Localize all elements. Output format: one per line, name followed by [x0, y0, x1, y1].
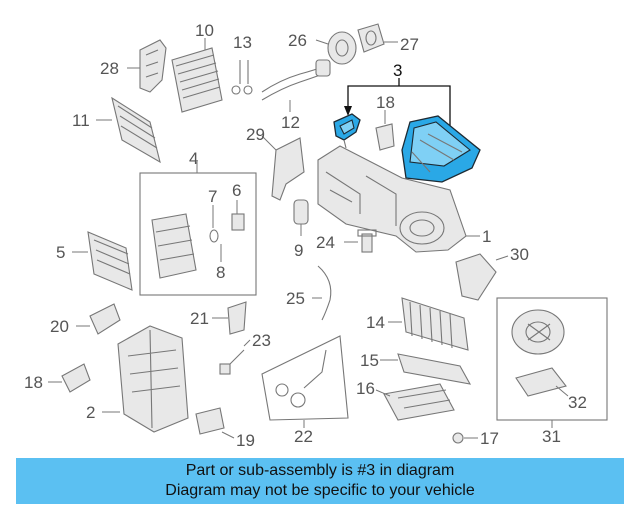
part-30-duct	[455, 253, 497, 301]
leader-26	[315, 39, 329, 45]
part-27-gasket	[357, 23, 385, 53]
callout-28: 28	[100, 59, 119, 78]
part-2-lower-housing	[117, 325, 189, 433]
callout-12: 12	[281, 113, 300, 132]
part-28-bracket	[139, 39, 167, 93]
callout-22: 22	[294, 427, 313, 446]
callout-11: 11	[72, 111, 90, 130]
leader-30	[495, 255, 509, 261]
callout-9: 9	[294, 241, 303, 260]
callout-27: 27	[400, 35, 419, 54]
part-5-filter	[87, 231, 133, 291]
part-16-cover	[383, 383, 455, 421]
callout-1: 1	[482, 227, 491, 246]
callout-5: 5	[56, 243, 65, 262]
callout-20: 20	[50, 317, 69, 336]
callout-30: 30	[510, 245, 529, 264]
callout-29: 29	[246, 125, 265, 144]
callout-25: 25	[286, 289, 305, 308]
callout-21: 21	[190, 309, 209, 328]
part-20-actuator	[89, 303, 121, 335]
parts-diagram: 28 10 11 13 12 26 27	[24, 21, 608, 450]
part-26-gasket	[327, 31, 357, 65]
part-15-seal	[397, 353, 472, 385]
part-4-group-box	[139, 172, 257, 296]
callout-4: 4	[189, 149, 198, 168]
part-18-bracket-bottom	[61, 363, 91, 393]
part-21-bracket	[227, 301, 247, 335]
callout-10: 10	[195, 21, 214, 40]
part-14-filter	[401, 297, 469, 351]
callout-2: 2	[86, 403, 95, 422]
callout-18-bottom: 18	[24, 373, 43, 392]
banner-line-1: Part or sub-assembly is #3 in diagram	[185, 462, 455, 479]
callout-8: 8	[216, 263, 225, 282]
callout-23: 23	[252, 331, 271, 350]
leader-29	[261, 135, 277, 151]
part-3-housing-section	[401, 115, 481, 183]
callout-7: 7	[208, 187, 217, 206]
part-23-sensor	[219, 349, 245, 375]
info-banner: Part or sub-assembly is #3 in diagram Di…	[16, 458, 624, 504]
part-12-pipe	[261, 59, 331, 101]
callout-26: 26	[288, 31, 307, 50]
part-3-actuator	[333, 113, 361, 149]
callout-24: 24	[316, 233, 335, 252]
part-1-hvac-housing	[317, 145, 467, 253]
part-19-actuator	[195, 407, 225, 435]
part-13-fitting	[231, 60, 253, 95]
leader-23	[243, 339, 251, 347]
part-24-bolt	[357, 229, 377, 253]
part-25-hose	[317, 265, 332, 321]
callout-18-top: 18	[376, 93, 395, 112]
callout-14: 14	[366, 313, 385, 332]
banner-line-2: Diagram may not be specific to your vehi…	[165, 482, 475, 499]
part-17-clip	[452, 432, 464, 444]
callout-19: 19	[236, 431, 255, 450]
callout-16: 16	[356, 379, 375, 398]
part-29-bracket	[271, 137, 305, 201]
part-9-sensor	[293, 199, 309, 225]
leader-16	[375, 389, 391, 397]
callout-32: 32	[568, 393, 587, 412]
callout-6: 6	[232, 181, 241, 200]
callout-3: 3	[393, 61, 402, 80]
callout-13: 13	[233, 33, 252, 52]
part-22-group-box	[261, 335, 349, 421]
callout-15: 15	[360, 351, 379, 370]
callout-17: 17	[480, 429, 499, 448]
callout-31: 31	[542, 427, 561, 446]
part-11-heater-core	[111, 96, 161, 164]
part-18-bracket-top	[375, 123, 395, 151]
part-10-evaporator	[171, 47, 223, 113]
leader-19	[221, 431, 235, 439]
part-31-group-box	[496, 297, 608, 421]
leader-32	[555, 385, 569, 397]
